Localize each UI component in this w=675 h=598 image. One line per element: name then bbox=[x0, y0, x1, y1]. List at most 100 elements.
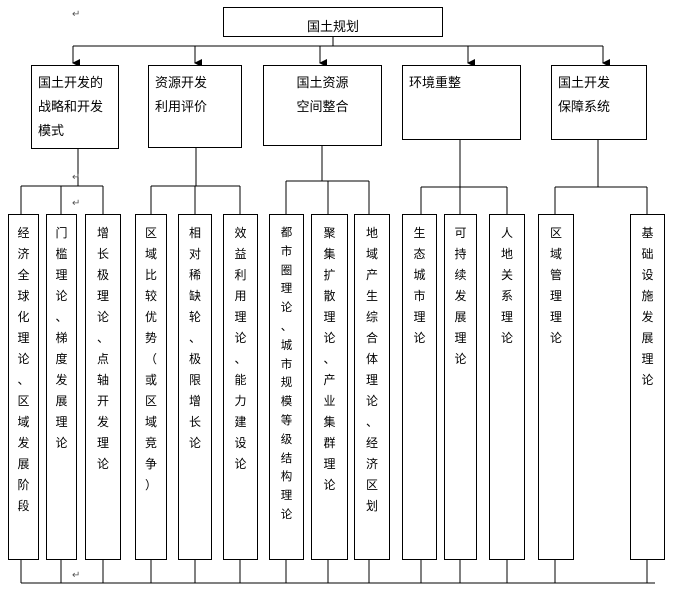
leaf-char: 理 bbox=[55, 268, 68, 282]
leaf-char: 论 bbox=[96, 310, 109, 324]
leaf-char: 建 bbox=[234, 415, 247, 429]
leaf-char: 增 bbox=[96, 226, 109, 240]
leaf-text: 都市圈理论、城市规模等级结构理论 bbox=[270, 223, 303, 524]
leaf-char: 比 bbox=[144, 268, 157, 282]
leaf-char: 稀 bbox=[188, 268, 201, 282]
leaf-text: 效益利用理论、能力建设论 bbox=[224, 223, 257, 475]
leaf-char: 城 bbox=[413, 268, 426, 282]
leaf-char: 域 bbox=[549, 247, 562, 261]
leaf-char: 扩 bbox=[323, 268, 336, 282]
leaf-text: 经济全球化理论、区域发展阶段 bbox=[9, 223, 38, 517]
leaf-text: 生态城市理论 bbox=[403, 223, 436, 349]
leaf-char: 论 bbox=[413, 331, 426, 345]
leaf-char: ） bbox=[144, 478, 157, 492]
leaf-char: 生 bbox=[413, 226, 426, 240]
leaf-char: 轮 bbox=[188, 310, 201, 324]
leaf-char: 槛 bbox=[55, 247, 68, 261]
leaf-char: 理 bbox=[280, 488, 293, 503]
leaf-char: 规 bbox=[280, 375, 293, 390]
branch-label-line: 国土开发 bbox=[558, 76, 611, 91]
leaf-text: 聚集扩散理论、产业集群理论 bbox=[312, 223, 347, 496]
leaf-char: 群 bbox=[323, 436, 336, 450]
leaf-char: 基 bbox=[641, 226, 654, 240]
leaf-char: 产 bbox=[323, 373, 336, 387]
leaf-char: 论 bbox=[365, 394, 378, 408]
leaf-char: 利 bbox=[234, 268, 247, 282]
branch-node-spatial-integration: 国土资源 空间整合 bbox=[263, 65, 382, 146]
leaf-char: 划 bbox=[365, 499, 378, 513]
leaf-char: 集 bbox=[323, 247, 336, 261]
leaf-text: 区域管理理论 bbox=[539, 223, 573, 349]
leaf-char: 集 bbox=[323, 415, 336, 429]
leaf-char: 市 bbox=[280, 243, 293, 258]
leaf-char: 生 bbox=[365, 289, 378, 303]
leaf-text: 相对稀缺轮、极限增长论 bbox=[179, 223, 211, 454]
leaf-char: 、 bbox=[234, 352, 247, 366]
root-node: 国土规划 bbox=[223, 7, 443, 37]
branch-label-line: 战略和开发 bbox=[38, 100, 104, 115]
leaf-node: 效益利用理论、能力建设论 bbox=[223, 214, 258, 560]
leaf-char: 结 bbox=[280, 450, 293, 465]
leaf-char: 、 bbox=[323, 352, 336, 366]
leaf-char: 续 bbox=[454, 268, 467, 282]
branch-label-line: 保障系统 bbox=[558, 100, 611, 115]
leaf-char: 论 bbox=[280, 300, 293, 315]
leaf-text: 增长极理论、点轴开发理论 bbox=[86, 223, 120, 475]
leaf-char: 发 bbox=[17, 436, 30, 450]
leaf-node: 门槛理论、梯度发展理论 bbox=[46, 214, 77, 560]
leaf-char: 施 bbox=[641, 289, 654, 303]
leaf-char: 圈 bbox=[280, 262, 293, 277]
branch-label-line: 空间整合 bbox=[296, 100, 349, 115]
leaf-text: 人地关系理论 bbox=[490, 223, 524, 349]
leaf-char: 都 bbox=[280, 225, 293, 239]
branch-label-line: 环境重整 bbox=[409, 76, 462, 91]
leaf-char: 理 bbox=[500, 310, 513, 324]
leaf-char: 区 bbox=[365, 478, 378, 492]
leaf-char: 济 bbox=[17, 247, 30, 261]
leaf-char: 限 bbox=[188, 373, 201, 387]
leaf-char: 球 bbox=[17, 289, 30, 303]
leaf-char: 散 bbox=[323, 289, 336, 303]
leaf-char: 理 bbox=[454, 331, 467, 345]
leaf-char: 、 bbox=[188, 331, 201, 345]
leaf-text: 区域比较优势（或区域竞争） bbox=[136, 223, 166, 496]
leaf-char: 础 bbox=[641, 247, 654, 261]
leaf-char: 梯 bbox=[55, 331, 68, 345]
leaf-char: 经 bbox=[365, 436, 378, 450]
root-label: 国土规划 bbox=[306, 20, 359, 35]
leaf-node: 地域产生综合体理论、经济区划 bbox=[354, 214, 390, 560]
leaf-char: 展 bbox=[641, 331, 654, 345]
leaf-char: 经 bbox=[17, 226, 30, 240]
leaf-char: 区 bbox=[549, 226, 562, 240]
leaf-char: 用 bbox=[234, 289, 247, 303]
leaf-char: 阶 bbox=[17, 478, 30, 492]
leaf-text: 门槛理论、梯度发展理论 bbox=[47, 223, 76, 454]
branch-label-line: 国土资源 bbox=[296, 76, 349, 91]
leaf-char: 地 bbox=[365, 226, 378, 240]
leaf-node: 都市圈理论、城市规模等级结构理论 bbox=[269, 214, 304, 560]
leaf-char: 极 bbox=[96, 268, 109, 282]
leaf-char: 系 bbox=[500, 289, 513, 303]
leaf-char: 发 bbox=[454, 289, 467, 303]
leaf-char: 合 bbox=[365, 331, 378, 345]
leaf-char: 模 bbox=[280, 394, 293, 409]
paragraph-mark-icon: ↵ bbox=[72, 9, 81, 20]
leaf-char: 论 bbox=[55, 436, 68, 450]
leaf-char: 论 bbox=[234, 457, 247, 471]
leaf-char: 城 bbox=[280, 337, 293, 352]
leaf-char: 设 bbox=[641, 268, 654, 282]
leaf-char: 论 bbox=[641, 373, 654, 387]
leaf-char: 理 bbox=[549, 289, 562, 303]
leaf-char: 理 bbox=[96, 289, 109, 303]
leaf-char: 区 bbox=[17, 394, 30, 408]
leaf-char: 段 bbox=[17, 499, 30, 513]
leaf-char: 市 bbox=[280, 356, 293, 371]
leaf-char: 产 bbox=[365, 268, 378, 282]
leaf-char: 优 bbox=[144, 310, 157, 324]
leaf-char: 论 bbox=[17, 352, 30, 366]
leaf-node: 区域管理理论 bbox=[538, 214, 574, 560]
leaf-char: 效 bbox=[234, 226, 247, 240]
leaf-char: 市 bbox=[413, 289, 426, 303]
leaf-char: 或 bbox=[144, 373, 157, 387]
leaf-char: 管 bbox=[549, 268, 562, 282]
